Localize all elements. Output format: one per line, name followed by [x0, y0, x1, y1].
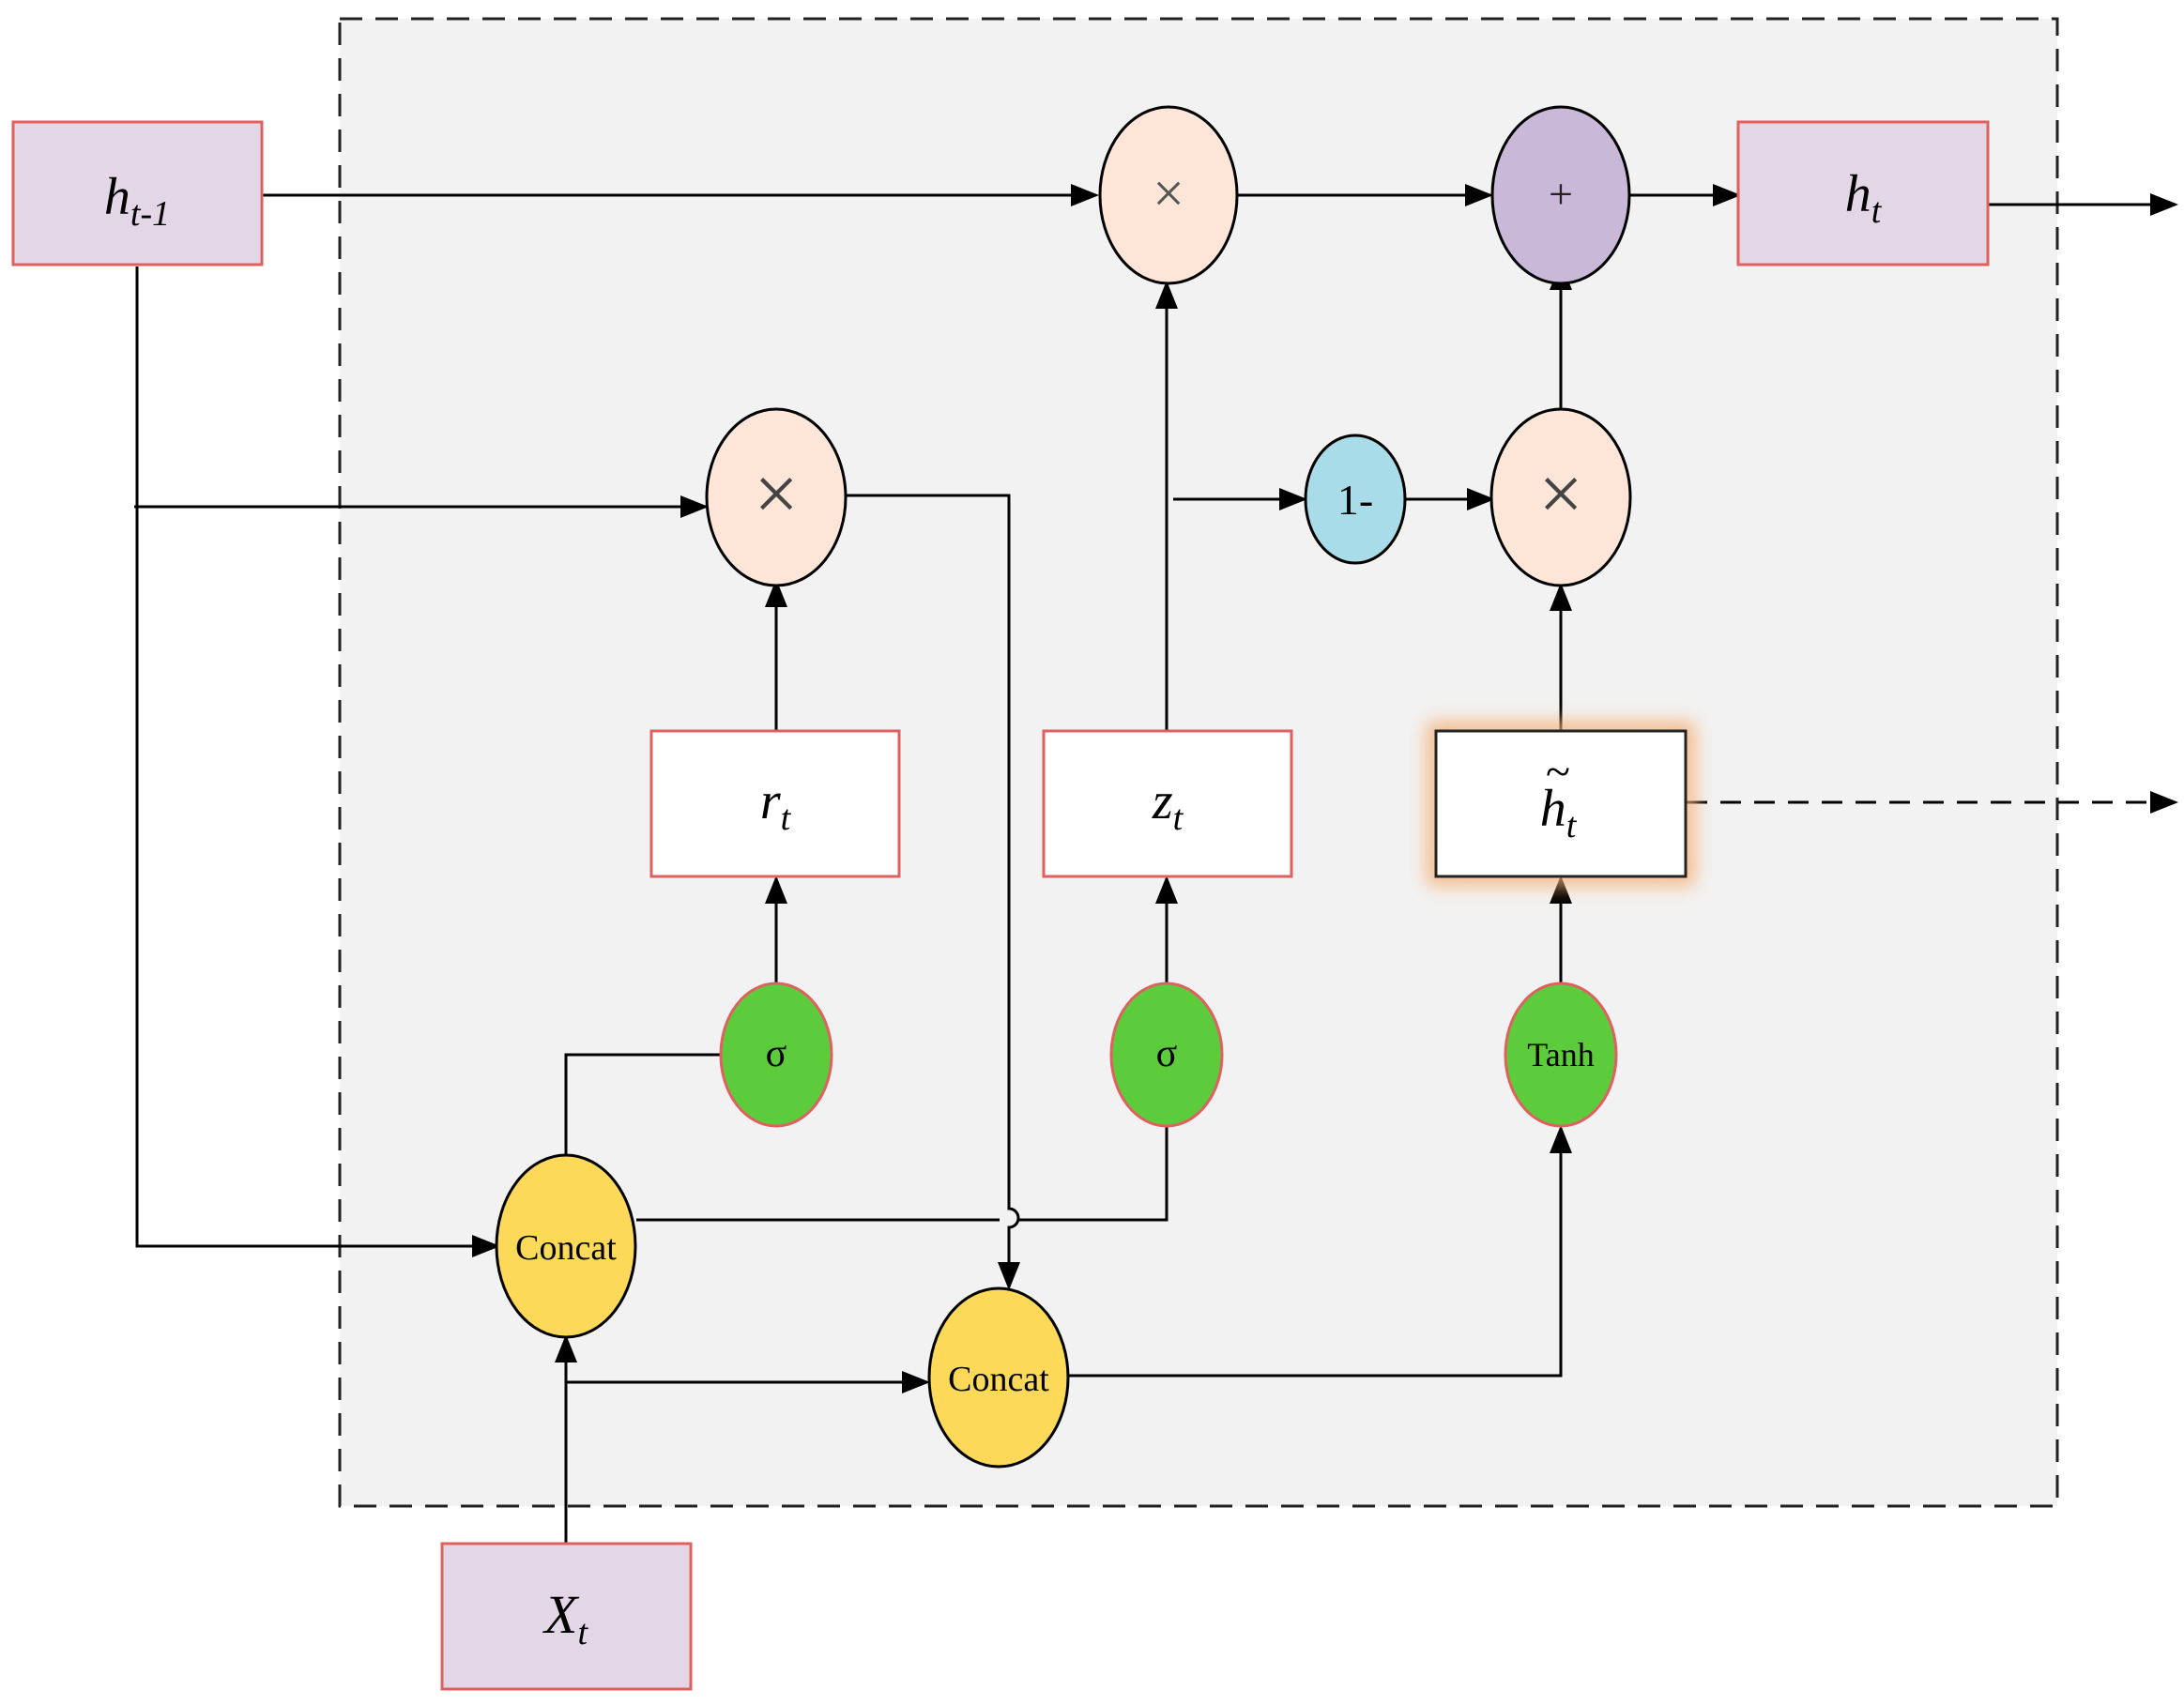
- z-t-label: zt: [1152, 772, 1184, 838]
- mult-top-icon: ×: [1153, 162, 1184, 224]
- one-minus-ellipse: [1304, 434, 1407, 565]
- tanh-label: Tanh: [1527, 1036, 1594, 1073]
- edge-concat1-to-sigma-z: [636, 1126, 1168, 1222]
- edge-hprev-down: [135, 266, 500, 1257]
- node-x-t: Xt: [440, 1542, 693, 1691]
- h-candidate-tilde: ~: [1546, 747, 1570, 797]
- node-h-candidate: ~ ht: [1428, 723, 1694, 885]
- sigma-z-label: σ: [1156, 1032, 1178, 1075]
- node-sigma-r: σ: [719, 982, 833, 1128]
- node-one-minus: 1-: [1304, 434, 1407, 565]
- node-concat-2: Concat: [927, 1286, 1070, 1469]
- mult-top-ellipse: [1098, 105, 1239, 285]
- node-h-t: ht: [1736, 120, 1990, 266]
- tanh-ellipse: [1504, 982, 1618, 1128]
- x-t-label: Xt: [542, 1584, 588, 1652]
- h-t-box: [1736, 120, 1990, 266]
- edge-concat2-to-tanh: [1068, 1125, 1572, 1378]
- sigma-r-ellipse: [719, 982, 833, 1128]
- sigma-r-label: σ: [766, 1032, 787, 1075]
- h-t-label: ht: [1845, 165, 1883, 231]
- r-t-box: [649, 729, 901, 878]
- concat-1-label: Concat: [515, 1228, 617, 1268]
- h-candidate-label: ht: [1540, 780, 1578, 845]
- edge-concat1-to-sigma-r: [564, 1053, 721, 1156]
- mult-right-icon: ×: [1538, 450, 1582, 538]
- node-z-t: zt: [1042, 729, 1293, 878]
- connections: [134, 184, 2178, 1544]
- node-add: +: [1490, 105, 1631, 285]
- node-mult-right: ×: [1489, 407, 1632, 587]
- sigma-z-ellipse: [1109, 982, 1224, 1128]
- x-t-box: [440, 1542, 693, 1691]
- one-minus-label: 1-: [1337, 476, 1373, 524]
- concat-2-label: Concat: [948, 1360, 1049, 1399]
- h-candidate-box: [1434, 729, 1688, 878]
- node-h-prev: ht-1: [11, 120, 264, 266]
- node-tanh: Tanh: [1504, 982, 1618, 1128]
- mult-right-ellipse: [1489, 407, 1632, 587]
- add-ellipse: [1490, 105, 1631, 285]
- mult-reset-icon: ×: [754, 450, 798, 538]
- mult-reset-ellipse: [705, 407, 848, 587]
- node-mult-reset: ×: [705, 407, 848, 587]
- concat-1-ellipse: [495, 1153, 637, 1339]
- concat-2-ellipse: [927, 1286, 1070, 1469]
- node-mult-top: ×: [1098, 105, 1239, 285]
- edge-reset-mult-to-concat2: [847, 494, 1020, 1290]
- node-concat-1: Concat: [495, 1153, 637, 1339]
- node-sigma-z: σ: [1109, 982, 1224, 1128]
- node-r-t: rt: [649, 729, 901, 878]
- h-prev-box: [11, 120, 264, 266]
- z-t-box: [1042, 729, 1293, 878]
- add-icon: +: [1549, 170, 1573, 218]
- r-t-label: rt: [760, 772, 792, 838]
- h-prev-label: ht-1: [104, 168, 170, 234]
